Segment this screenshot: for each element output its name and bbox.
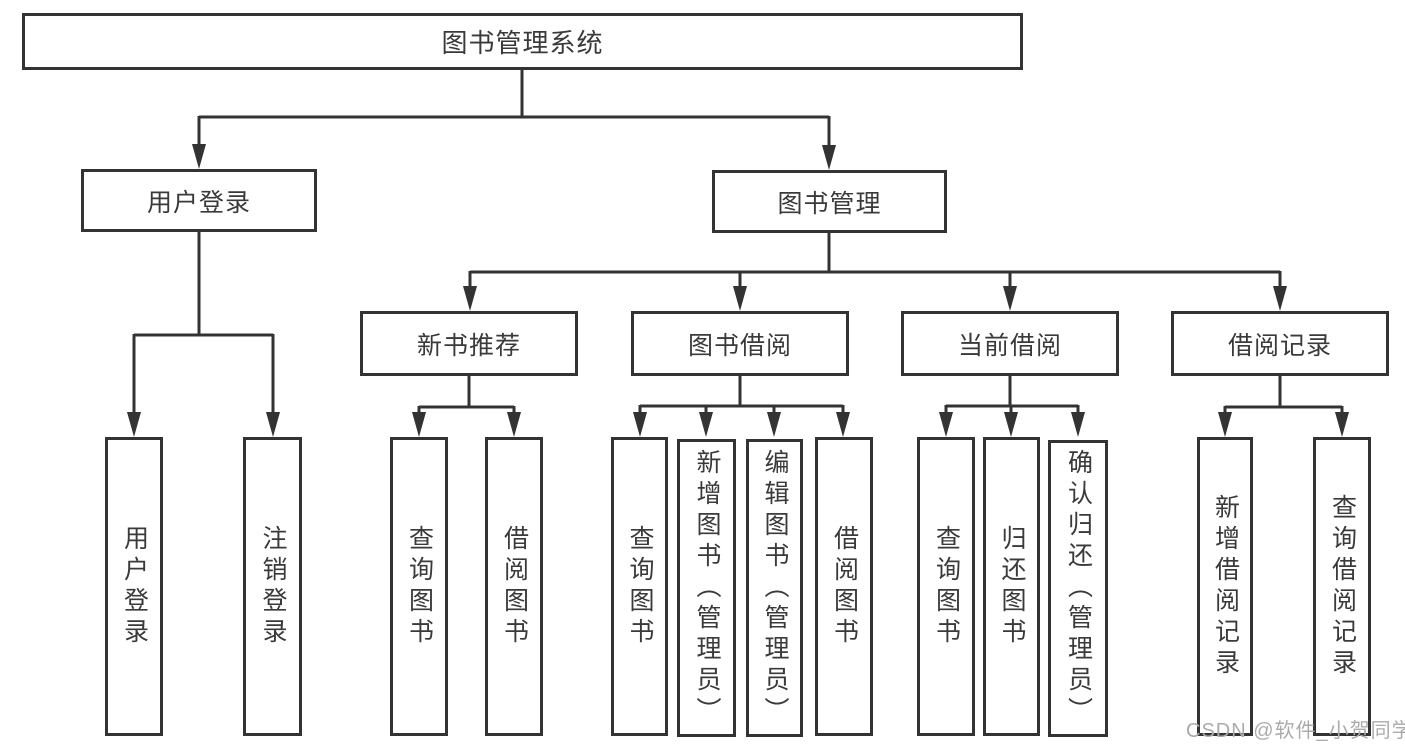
leaf-add-books-admin: 新增图书（管理员） (677, 439, 736, 737)
node-book-management: 图书管理 (712, 170, 947, 233)
connector-records-to-leaves (1223, 376, 1344, 414)
leaf-query-books-current: 查询图书 (917, 437, 975, 736)
leaf-confirm-return-admin: 确认归还（管理员） (1048, 440, 1108, 737)
leaf-borrow-books-newbook: 借阅图书 (485, 437, 543, 736)
node-current-borrow: 当前借阅 (901, 311, 1119, 376)
leaf-add-borrow-record: 新增借阅记录 (1197, 437, 1253, 736)
node-user-login: 用户登录 (81, 169, 317, 232)
leaf-edit-books-admin: 编辑图书（管理员） (746, 439, 803, 737)
leaf-return-books: 归还图书 (983, 437, 1040, 736)
arrowheads-bookborrow-leaves (633, 412, 850, 437)
connector-newbook-to-leaves (417, 376, 516, 414)
connector-userlogin-to-leaves (132, 232, 275, 414)
leaf-user-login: 用户登录 (105, 437, 163, 736)
leaf-query-books-newbook: 查询图书 (390, 437, 448, 736)
node-borrow-records: 借阅记录 (1171, 311, 1389, 376)
leaf-borrow-books: 借阅图书 (815, 437, 873, 736)
connector-bookborrow-to-leaves (638, 376, 845, 414)
connector-bookmgmt-to-level3 (468, 233, 1282, 288)
arrowheads-records-leaves (1218, 412, 1349, 437)
node-new-book-recommend: 新书推荐 (360, 311, 578, 376)
csdn-watermark: CSDN @软件_小贺同学 (1186, 720, 1405, 742)
arrowheads-newbook-leaves (412, 412, 521, 437)
node-book-management-system: 图书管理系统 (22, 13, 1023, 70)
leaf-query-books-borrow: 查询图书 (611, 437, 668, 736)
leaf-logout: 注销登录 (243, 437, 302, 736)
connector-root-to-level2 (197, 70, 831, 147)
connector-currentborrow-to-leaves (944, 376, 1080, 414)
node-book-borrow: 图书借阅 (631, 311, 849, 376)
arrowheads-level2 (192, 144, 836, 170)
arrowheads-level3 (463, 286, 1287, 311)
arrowheads-currentborrow-leaves (939, 412, 1085, 437)
leaf-query-borrow-record: 查询借阅记录 (1313, 437, 1371, 736)
arrowheads-userlogin-leaves (127, 412, 280, 437)
